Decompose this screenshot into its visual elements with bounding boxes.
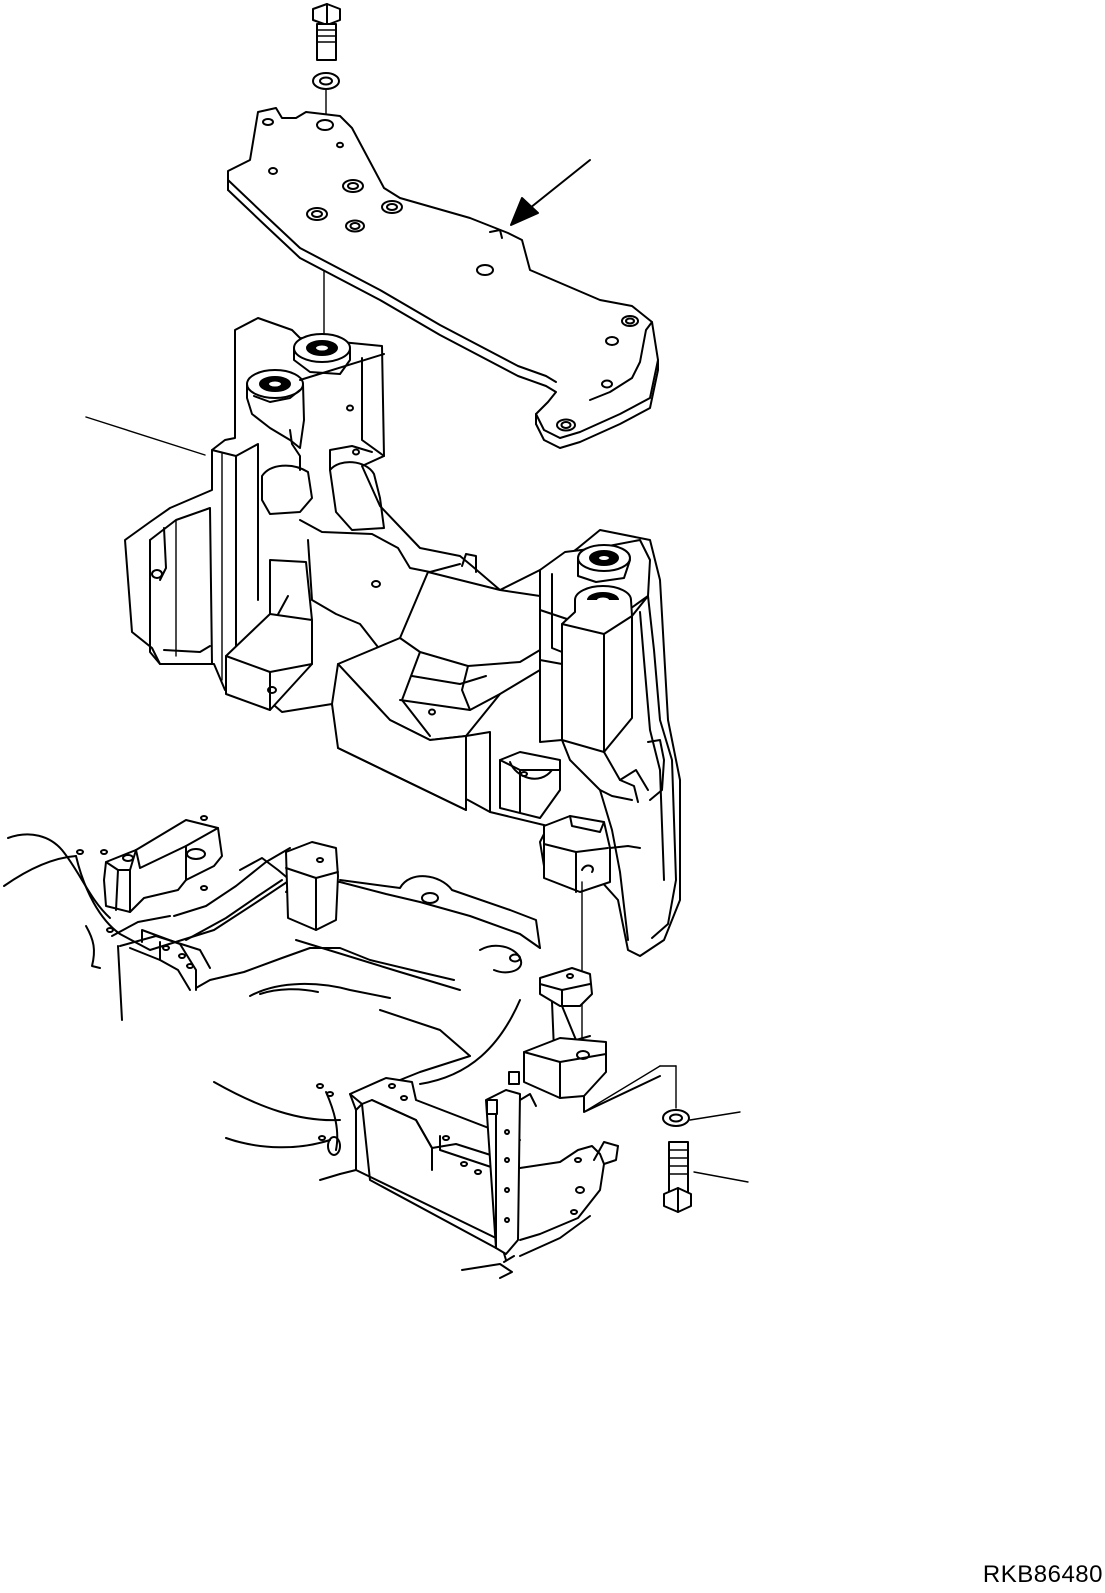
cab-support-frame [124, 317, 681, 957]
base-frame [3, 815, 661, 1279]
top-bolt [312, 3, 341, 61]
leader-line [693, 1171, 749, 1183]
leader-line [583, 1065, 661, 1113]
mounting-plate [227, 107, 659, 449]
bottom-bolt [663, 1141, 692, 1213]
leader-line [689, 1111, 741, 1121]
top-washer [312, 72, 340, 90]
leader-line [85, 416, 206, 456]
view-arrow [510, 159, 591, 226]
bottom-washer [662, 1109, 690, 1127]
drawing-reference-code: RKB86480 [982, 1561, 1103, 1588]
